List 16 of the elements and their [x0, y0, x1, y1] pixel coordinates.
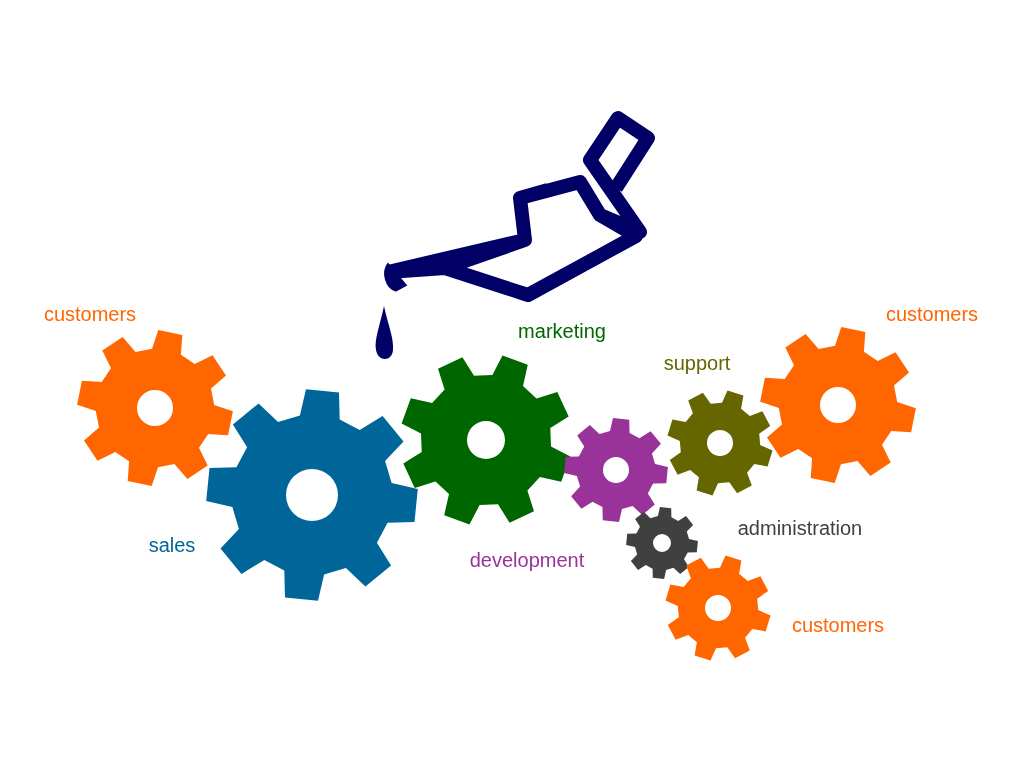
gear-icon	[77, 330, 233, 486]
gear-icon	[665, 555, 771, 661]
gear-label: customers	[791, 613, 885, 637]
gear-icon	[400, 354, 572, 526]
gear-label: development	[469, 548, 585, 572]
gear-label: support	[663, 351, 731, 375]
gear-icon	[626, 507, 698, 579]
gear-label: administration	[737, 516, 863, 540]
gear-label: customers	[885, 302, 979, 326]
gear-label: marketing	[518, 319, 606, 343]
gear-icon	[667, 390, 773, 496]
gear-label: customers	[43, 302, 137, 326]
gear-icon	[564, 418, 668, 522]
gear-icon	[760, 327, 916, 483]
gear-icon	[206, 389, 418, 601]
gear-label: sales	[148, 533, 196, 557]
